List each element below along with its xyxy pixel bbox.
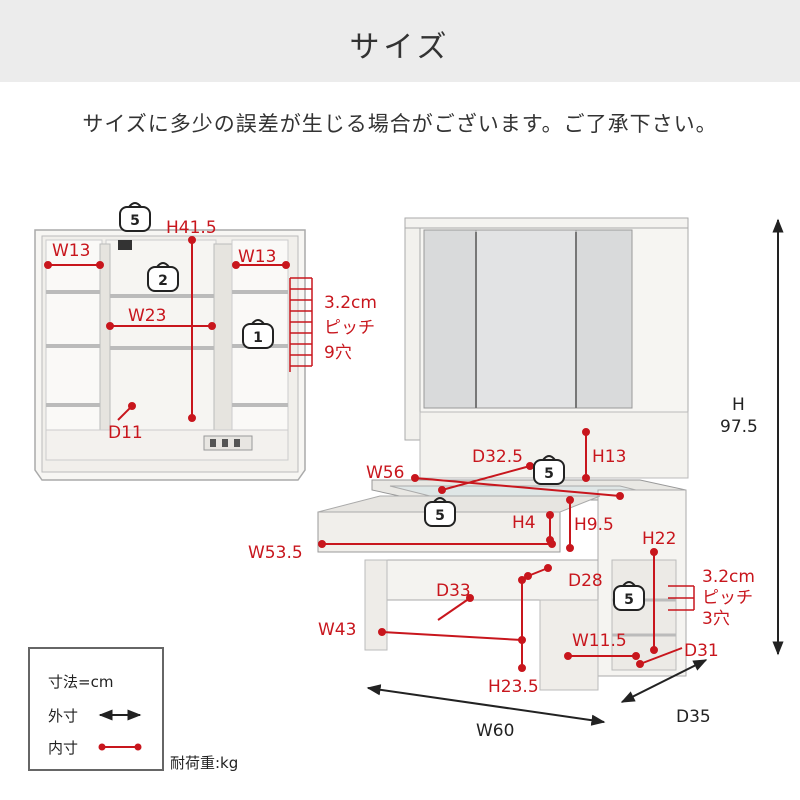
dim-h22: H22 [642,529,676,549]
outer-width: W60 [476,721,514,741]
dim-d32-5: D32.5 [472,447,523,467]
dim-h4: H4 [512,513,536,533]
dim-d33: D33 [436,581,471,601]
dim-w11-5: W11.5 [572,631,627,651]
pitch-right-line3: 3穴 [702,609,730,629]
dim-w56: W56 [366,463,404,483]
upper-inner-dims [44,236,290,422]
header-band [0,0,800,82]
dim-d28: D28 [568,571,603,591]
outer-depth: D35 [676,707,711,727]
dim-w13-right: W13 [238,247,276,267]
dim-h13: H13 [592,447,626,467]
legend-outer-label: 外寸 [48,707,79,725]
pitch-left-line2: ピッチ [324,318,375,338]
weight-icon-shelf: 5 [533,455,565,485]
dim-h41-5: H41.5 [166,218,217,238]
legend-unit: 寸法=cm [48,673,114,691]
page-title: サイズ [349,30,451,65]
outer-height-value: 97.5 [720,417,758,437]
legend-box: 寸法=cm 外寸 内寸 [28,647,164,771]
weight-icon-middle: 2 [147,262,179,292]
svg-text:5: 5 [544,466,554,482]
legend-markers [98,709,142,751]
dim-d31: D31 [684,641,719,661]
dim-d11: D11 [108,423,143,443]
legend-inner-label: 内寸 [48,739,79,757]
dim-w13-left: W13 [52,241,90,261]
svg-text:5: 5 [130,213,140,229]
svg-text:2: 2 [158,273,168,289]
pitch-left-line3: 9穴 [324,343,352,363]
pitch-left-line1: 3.2cm [324,293,377,313]
pitch-right-line2: ピッチ [702,588,753,608]
weight-icon-top: 5 [119,202,151,232]
dim-h9-5: H9.5 [574,515,614,535]
dim-h23-5: H23.5 [488,677,539,697]
weight-icon-drawer: 5 [424,497,456,527]
svg-text:5: 5 [435,508,445,524]
svg-text:5: 5 [624,592,634,608]
load-capacity-note: 耐荷重:kg [170,754,239,772]
dim-w23: W23 [128,306,166,326]
pitch-right-line1: 3.2cm [702,567,755,587]
pitch-holes-right [668,585,695,611]
size-notice: サイズに多少の誤差が生じる場合がございます。ご了承下さい。 [82,112,718,136]
dim-w53-5: W53.5 [248,543,303,563]
svg-text:1: 1 [253,330,263,346]
outer-height-label: H [732,395,745,415]
pitch-holes-left [289,277,313,372]
weight-icon-door: 1 [242,319,274,349]
dresser-outer-dims [366,218,784,726]
dim-w43: W43 [318,620,356,640]
weight-icon-side: 5 [613,581,645,611]
